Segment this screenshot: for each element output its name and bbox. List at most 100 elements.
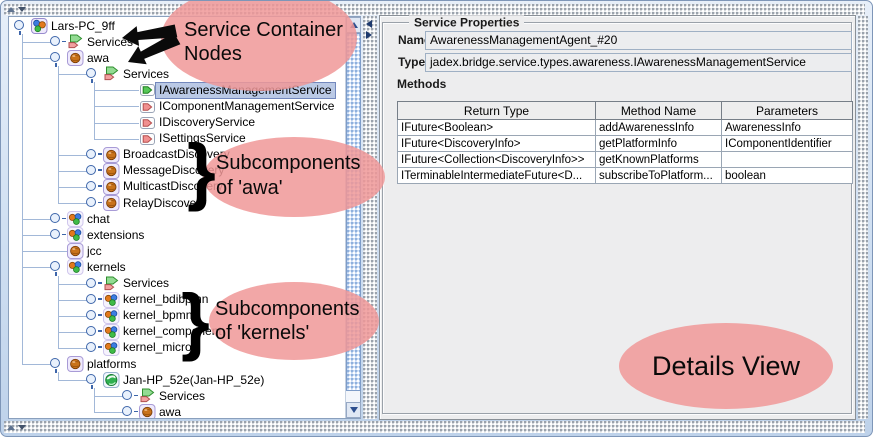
tree-expand-handle-icon[interactable] — [86, 180, 102, 194]
components-icon — [67, 259, 84, 276]
tree-node-awa[interactable]: awa — [9, 50, 345, 68]
tree-node-jcc[interactable]: jcc — [9, 243, 345, 260]
tree-node-label: Jan-HP_52e(Jan-HP_52e) — [123, 372, 265, 387]
tree-guide-line — [13, 178, 49, 196]
tree-node-label: Services — [123, 66, 170, 81]
tree-expand-handle-icon[interactable] — [122, 406, 138, 418]
column-header-method-name[interactable]: Method Name — [595, 101, 722, 120]
tree-node-label: Services — [123, 276, 170, 291]
method-cell: IFuture<Collection<DiscoveryInfo>> — [397, 151, 596, 168]
split-pane-divider[interactable] — [363, 16, 377, 419]
tree-node-iawarenessmanagementservice[interactable]: IAwarenessManagementService — [9, 81, 345, 99]
tree-node-lars-pc-9ff[interactable]: Lars-PC_9ff — [9, 18, 345, 35]
tree-collapse-handle-icon[interactable] — [14, 20, 30, 35]
tree-guide-line — [13, 307, 49, 324]
tree-node-services[interactable]: Services — [9, 34, 345, 51]
components-icon — [103, 291, 120, 308]
tree-node-multicastdiscovery[interactable]: MulticastDiscovery — [9, 178, 345, 196]
tree-node-chat[interactable]: chat — [9, 211, 345, 228]
scroll-up-button[interactable] — [346, 17, 361, 33]
tree-expand-handle-icon[interactable] — [86, 164, 102, 178]
tree-node-services[interactable]: Services — [9, 66, 345, 84]
collapse-left-icon[interactable] — [366, 20, 372, 28]
method-cell: subscribeToPlatform... — [595, 167, 722, 184]
tree-node-label: kernel_micro — [123, 340, 192, 355]
tree-connector — [13, 18, 31, 35]
tree-expand-handle-icon[interactable] — [86, 293, 102, 307]
type-field[interactable]: jadex.bridge.service.types.awareness.IAw… — [425, 53, 852, 72]
divider-collapse-up-icon[interactable] — [7, 424, 15, 430]
tree-expand-handle-icon[interactable] — [86, 341, 102, 355]
tree-node-jan-hp-52e-jan-hp-52e-[interactable]: Jan-HP_52e(Jan-HP_52e) — [9, 372, 345, 390]
tree-collapse-handle-icon[interactable] — [86, 68, 102, 84]
tree-guide-line — [13, 339, 49, 357]
name-field[interactable]: AwarenessManagementAgent_#20 — [425, 31, 852, 50]
tree-expand-handle-icon[interactable] — [86, 309, 102, 323]
method-cell: AwarenessInfo — [721, 119, 853, 136]
tree-node-label: kernel_bdibpmn — [123, 292, 209, 307]
tree-node-kernels[interactable]: kernels — [9, 259, 345, 277]
bottom-split-divider[interactable] — [4, 421, 865, 433]
tree-expand-handle-icon[interactable] — [86, 325, 102, 339]
scroll-down-button[interactable] — [346, 402, 361, 418]
divider-collapse-down-icon[interactable] — [18, 7, 26, 12]
tree-node-icomponentmanagementservice[interactable]: IComponentManagementService — [9, 98, 345, 115]
tree-node-services[interactable]: Services — [9, 275, 345, 292]
method-cell: getKnownPlatforms — [595, 151, 722, 168]
tree-guide-line — [85, 404, 121, 418]
tree-node-relaydiscovery[interactable]: RelayDiscovery — [9, 195, 345, 212]
platform-remote-icon — [103, 372, 120, 389]
tree-expand-handle-icon[interactable] — [122, 390, 138, 403]
tree-node-isettingsservice[interactable]: ISettingsService — [9, 130, 345, 147]
column-header-parameters[interactable]: Parameters — [721, 101, 853, 120]
service-green-icon — [139, 82, 156, 98]
tree-guide-line — [13, 98, 49, 115]
tree-node-kernel-micro[interactable]: kernel_micro — [9, 339, 345, 357]
type-label: Type — [398, 55, 426, 69]
tree-node-label: MulticastDiscovery — [123, 179, 224, 194]
tree-connector — [58, 276, 103, 292]
tree-node-awa[interactable]: awa — [9, 404, 345, 418]
tree-node-kernel-bpmn[interactable]: kernel_bpmn — [9, 307, 345, 324]
tree-node-idiscoveryservice[interactable]: IDiscoveryService — [9, 114, 345, 131]
tree-node-messagediscovery[interactable]: MessageDiscovery — [9, 162, 345, 180]
scrollbar-thumb[interactable] — [346, 33, 361, 391]
tree-expand-handle-icon[interactable] — [86, 277, 102, 291]
divider-collapse-up-icon[interactable] — [7, 7, 15, 12]
tree-connector — [22, 259, 67, 277]
right-split-divider[interactable] — [858, 16, 868, 419]
tree-guide-line — [13, 323, 49, 340]
top-split-divider[interactable] — [4, 4, 865, 15]
tree-node-broadcastdiscovery[interactable]: BroadcastDiscovery — [9, 146, 345, 163]
tree-expand-handle-icon[interactable] — [86, 197, 102, 210]
tree-collapse-handle-icon[interactable] — [50, 52, 66, 68]
component-icon — [67, 243, 84, 260]
tree-node-kernel-component[interactable]: kernel_component — [9, 323, 345, 340]
tree-guide-line — [49, 339, 85, 356]
divider-collapse-down-icon[interactable] — [18, 424, 26, 430]
tree-node-label: Services — [87, 34, 134, 49]
tree-node-kernel-bdibpmn[interactable]: kernel_bdibpmn — [9, 291, 345, 308]
tree-expand-handle-icon[interactable] — [86, 148, 102, 162]
tree-vertical-scrollbar[interactable] — [345, 17, 361, 418]
service-container-icon — [67, 34, 84, 50]
method-row[interactable]: ITerminableIntermediateFuture<D...subscr… — [397, 167, 853, 184]
tree-collapse-handle-icon[interactable] — [50, 261, 66, 277]
tree-guide-line — [13, 372, 49, 388]
collapse-right-icon[interactable] — [366, 31, 372, 39]
tree-collapse-handle-icon[interactable] — [86, 374, 102, 390]
tree-expand-handle-icon[interactable] — [50, 36, 66, 49]
tree-guide-line — [49, 98, 85, 115]
tree-expand-handle-icon[interactable] — [50, 229, 66, 242]
tree-collapse-handle-icon[interactable] — [50, 357, 66, 373]
tree-connector — [22, 243, 67, 259]
method-row[interactable]: IFuture<Collection<DiscoveryInfo>>getKno… — [397, 151, 853, 168]
tree-node-extensions[interactable]: extensions — [9, 227, 345, 244]
tree-guide-line — [49, 388, 85, 404]
tree-expand-handle-icon[interactable] — [50, 213, 66, 226]
column-header-return-type[interactable]: Return Type — [397, 101, 596, 120]
tree-node-services[interactable]: Services — [9, 388, 345, 405]
tree-node-platforms[interactable]: platforms — [9, 355, 345, 373]
